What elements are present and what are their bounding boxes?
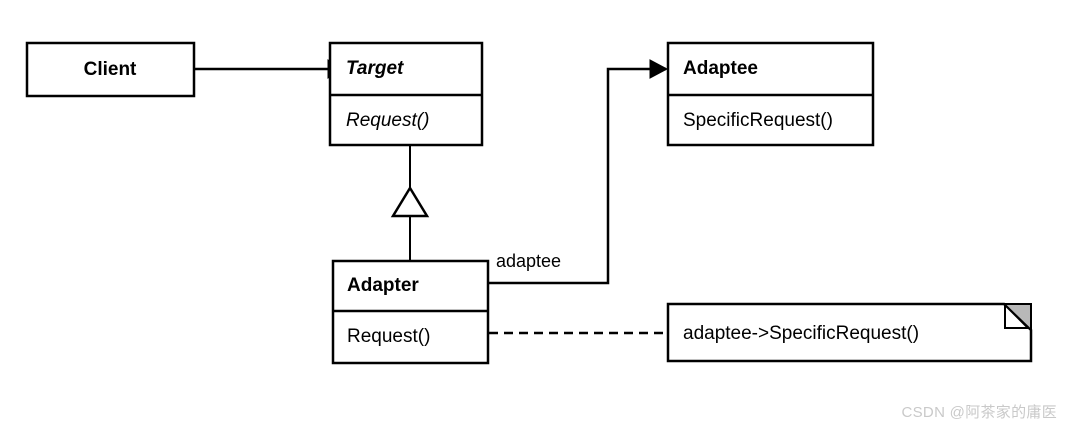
note-box-outline <box>666 302 1033 363</box>
adaptee-operation-specific-request: SpecificRequest() <box>683 110 833 131</box>
connector-request-to-note <box>459 326 667 340</box>
csdn-watermark: CSDN @阿茶家的庸医 <box>901 404 1057 421</box>
generalization-hollow-triangle-icon <box>390 185 430 218</box>
class-box-adaptee[interactable]: Adaptee SpecificRequest() <box>666 41 875 147</box>
client-box-outline <box>25 41 196 98</box>
association-role-label-adaptee: adaptee <box>496 251 561 271</box>
class-box-target[interactable]: Target Request() <box>328 41 484 147</box>
adapter-operation-request: Request() <box>347 326 430 347</box>
connector-client-to-target <box>194 59 346 79</box>
adapter-adaptee-arrowhead-icon <box>649 59 669 79</box>
target-operation-request: Request() <box>346 110 429 131</box>
adapter-class-name: Adapter <box>347 275 419 296</box>
adaptee-class-name: Adaptee <box>683 58 758 79</box>
class-box-client[interactable]: Client <box>25 41 196 98</box>
connector-adapter-to-adaptee <box>488 59 669 285</box>
client-class-name: Client <box>84 59 137 80</box>
note-fold-curl-icon <box>1004 302 1031 329</box>
adapter-adaptee-elbow-line <box>488 67 666 285</box>
note-box[interactable]: adaptee->SpecificRequest() <box>666 302 1033 363</box>
connector-adapter-to-target <box>390 146 430 261</box>
target-class-name: Target <box>346 58 404 79</box>
note-text: adaptee->SpecificRequest() <box>683 323 919 344</box>
class-box-adapter[interactable]: Adapter Request() <box>331 259 490 365</box>
